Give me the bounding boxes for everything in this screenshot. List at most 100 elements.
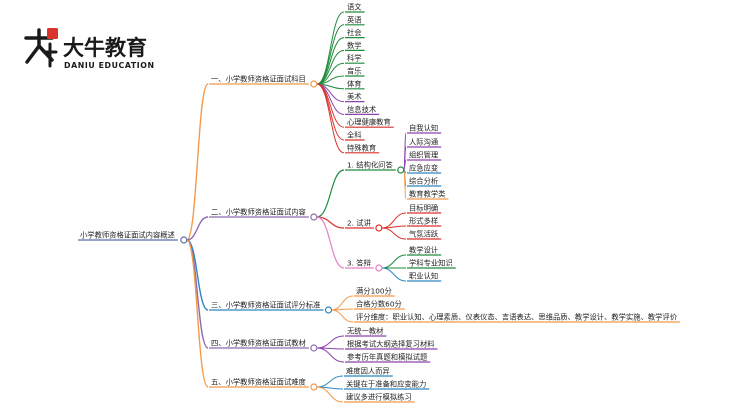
branch-1-sub-1-collapse-handle[interactable] bbox=[375, 224, 383, 232]
branch-0-leaf-4-text: 科学 bbox=[347, 54, 362, 63]
branch-1-sub-1-leaf-2-text: 气氛活跃 bbox=[409, 230, 439, 239]
branch-1-sub-0-collapse-handle[interactable] bbox=[397, 166, 405, 174]
branch-0-leaf-2-text: 社会 bbox=[347, 28, 362, 37]
branch-0-node[interactable]: 一、小学教师资格证面试科目 bbox=[209, 75, 309, 85]
branch-1-sub-2-leaf-0[interactable]: 教学设计 bbox=[407, 246, 442, 256]
branch-1-sub-0-leaf-2-text: 组织管理 bbox=[409, 151, 439, 160]
branch-3-leaf-2[interactable]: 参考历年真题和模拟试题 bbox=[345, 353, 431, 363]
branch-0-leaf-9[interactable]: 心理健康教育 bbox=[345, 118, 394, 128]
branch-0-leaf-6-text: 体育 bbox=[347, 79, 362, 88]
branch-3-leaf-0-link bbox=[316, 335, 345, 349]
root-collapse-handle[interactable] bbox=[180, 236, 188, 244]
branch-0-leaf-10-text: 全科 bbox=[347, 131, 362, 140]
branch-1-link bbox=[186, 216, 209, 241]
branch-1-sub-2-leaf-1-text: 学科专业知识 bbox=[409, 259, 453, 268]
branch-0-leaf-11-link bbox=[316, 83, 345, 154]
branch-0-leaf-7[interactable]: 美术 bbox=[345, 92, 365, 103]
logo-seal bbox=[47, 28, 58, 39]
branch-1-sub-0-leaf-5-text: 教育教学类 bbox=[409, 190, 446, 199]
mindmap-nodes: 小学教师资格证面试内容概述 一、小学教师资格证面试科目 语文英语社会数学科学音乐体育… bbox=[78, 3, 681, 403]
branch-4-leaf-1[interactable]: 关键在于准备和应变能力 bbox=[344, 380, 430, 390]
branch-2-leaf-2-link bbox=[331, 309, 354, 323]
branch-1-sub-0-leaf-3-text: 应急应变 bbox=[409, 164, 438, 173]
branch-1-sub-2-leaf-0-text: 教学设计 bbox=[409, 246, 438, 255]
branch-0-leaf-1[interactable]: 英语 bbox=[345, 15, 365, 26]
branch-2-leaf-0-text: 满分100分 bbox=[356, 287, 392, 296]
branch-0-leaf-9-text: 心理健康教育 bbox=[347, 118, 391, 127]
branch-1-sub-0-leaf-5[interactable]: 教育教学类 bbox=[407, 190, 449, 200]
branch-2-node[interactable]: 三、小学教师资格证面试评分标准 bbox=[209, 301, 324, 311]
branch-1-sub-1-leaf-2[interactable]: 气氛活跃 bbox=[407, 230, 442, 240]
logo-mark-icon bbox=[24, 28, 58, 68]
branch-1-sub-2-node-text: 3. 答辩 bbox=[347, 259, 371, 268]
branch-4-leaf-0[interactable]: 难度因人而异 bbox=[344, 367, 393, 377]
branch-1-sub-0-leaf-4-text: 综合分析 bbox=[409, 177, 438, 186]
branch-4-leaf-1-text: 关键在于准备和应变能力 bbox=[346, 380, 426, 389]
root-node-text: 小学教师资格证面试内容概述 bbox=[80, 231, 176, 240]
branch-4-node[interactable]: 五、小学教师资格证面试难度 bbox=[209, 378, 309, 388]
branch-0-leaf-6[interactable]: 体育 bbox=[345, 79, 365, 90]
branch-1-sub-0-leaf-1-text: 人际沟通 bbox=[409, 138, 439, 147]
branch-1-sub-0-node[interactable]: 1. 结构化问答 bbox=[345, 161, 396, 171]
branch-0-leaf-1-text: 英语 bbox=[347, 15, 362, 24]
branch-3-leaf-0[interactable]: 无统一教材 bbox=[345, 327, 387, 337]
branch-1-sub-0-leaf-2[interactable]: 组织管理 bbox=[407, 151, 442, 161]
branch-4-collapse-handle[interactable] bbox=[310, 383, 318, 391]
branch-3-leaf-1[interactable]: 根据考试大纲选择复习材料 bbox=[345, 340, 438, 350]
branch-0-leaf-2[interactable]: 社会 bbox=[345, 28, 365, 39]
branch-3-leaf-2-text: 参考历年真题和模拟试题 bbox=[347, 353, 428, 362]
branch-1-sub-2-collapse-handle[interactable] bbox=[375, 264, 383, 272]
branch-1-sub-2-leaf-2-link bbox=[381, 267, 407, 282]
branch-3-node-text: 四、小学教师资格证面试教材 bbox=[211, 339, 306, 348]
branch-2-leaf-0[interactable]: 满分100分 bbox=[354, 287, 395, 297]
branch-0-leaf-3-link bbox=[316, 49, 345, 85]
branch-1-node[interactable]: 二、小学教师资格证面试内容 bbox=[209, 208, 309, 218]
branch-4-leaf-0-link bbox=[316, 375, 344, 388]
branch-2-leaf-2[interactable]: 评分维度：职业认知、心理素质、仪表仪态、言语表达、思维品质、教学设计、教学实施、… bbox=[354, 313, 681, 323]
branch-0-leaf-11[interactable]: 特殊教育 bbox=[345, 143, 380, 154]
branch-1-sub-1-node[interactable]: 2. 试讲 bbox=[345, 219, 374, 229]
branch-0-leaf-4[interactable]: 科学 bbox=[345, 54, 365, 64]
branch-1-sub-0-leaf-0[interactable]: 自我认知 bbox=[407, 124, 442, 134]
branch-1-sub-2-leaf-2[interactable]: 职业认知 bbox=[407, 272, 442, 282]
branch-1-sub-1-leaf-1-text: 形式多样 bbox=[409, 217, 438, 226]
branch-1-collapse-handle[interactable] bbox=[310, 213, 318, 221]
branch-1-sub-2-leaf-0-link bbox=[381, 254, 407, 269]
branch-1-sub-0-leaf-0-text: 自我认知 bbox=[409, 124, 438, 133]
branch-4-leaf-2-link bbox=[316, 386, 344, 403]
branch-1-sub-0-leaf-3[interactable]: 应急应变 bbox=[407, 164, 442, 174]
branch-3-link bbox=[186, 239, 209, 349]
branch-0-leaf-3-text: 数学 bbox=[347, 41, 362, 50]
branch-1-sub-2-leaf-1[interactable]: 学科专业知识 bbox=[407, 259, 456, 269]
branch-1-sub-0-leaf-4[interactable]: 综合分析 bbox=[407, 177, 442, 187]
branch-2-leaf-1[interactable]: 合格分数60分 bbox=[354, 300, 405, 310]
branch-2-leaf-0-link bbox=[331, 295, 354, 311]
branch-1-sub-2-node[interactable]: 3. 答辩 bbox=[345, 259, 374, 269]
branch-1-sub-0-leaf-1[interactable]: 人际沟通 bbox=[407, 138, 442, 148]
branch-0-leaf-1-link bbox=[316, 24, 345, 85]
branch-1-sub-2-leaf-2-text: 职业认知 bbox=[409, 272, 438, 281]
branch-1-sub-1-leaf-2-link bbox=[381, 227, 407, 240]
branch-0-leaf-5-text: 音乐 bbox=[347, 67, 362, 76]
branch-3-collapse-handle[interactable] bbox=[310, 344, 318, 352]
branch-2-collapse-handle[interactable] bbox=[324, 306, 333, 314]
branch-0-leaf-11-text: 特殊教育 bbox=[347, 143, 376, 152]
branch-0-leaf-5[interactable]: 音乐 bbox=[345, 67, 365, 77]
branch-2-leaf-1-text: 合格分数60分 bbox=[356, 300, 402, 309]
branch-0-leaf-10[interactable]: 全科 bbox=[345, 131, 365, 141]
branch-1-sub-1-leaf-1[interactable]: 形式多样 bbox=[407, 217, 442, 227]
branch-0-leaf-3[interactable]: 数学 bbox=[345, 41, 365, 52]
branch-2-leaf-2-text: 评分维度：职业认知、心理素质、仪表仪态、言语表达、思维品质、教学设计、教学实施、… bbox=[356, 313, 678, 322]
branch-3-leaf-1-text: 根据考试大纲选择复习材料 bbox=[347, 340, 435, 349]
branch-1-sub-1-leaf-0[interactable]: 目标明确 bbox=[407, 204, 442, 214]
branch-3-leaf-0-text: 无统一教材 bbox=[347, 327, 383, 336]
branch-0-collapse-handle[interactable] bbox=[310, 80, 318, 88]
branch-3-node[interactable]: 四、小学教师资格证面试教材 bbox=[209, 339, 309, 349]
branch-4-leaf-2[interactable]: 建议多进行模拟练习 bbox=[344, 393, 415, 403]
branch-4-link bbox=[186, 239, 209, 388]
branch-0-leaf-0[interactable]: 语文 bbox=[345, 3, 365, 13]
root-node[interactable]: 小学教师资格证面试内容概述 bbox=[78, 231, 178, 241]
branch-0-link bbox=[186, 83, 209, 241]
branch-0-leaf-8[interactable]: 信息技术 bbox=[345, 105, 380, 116]
